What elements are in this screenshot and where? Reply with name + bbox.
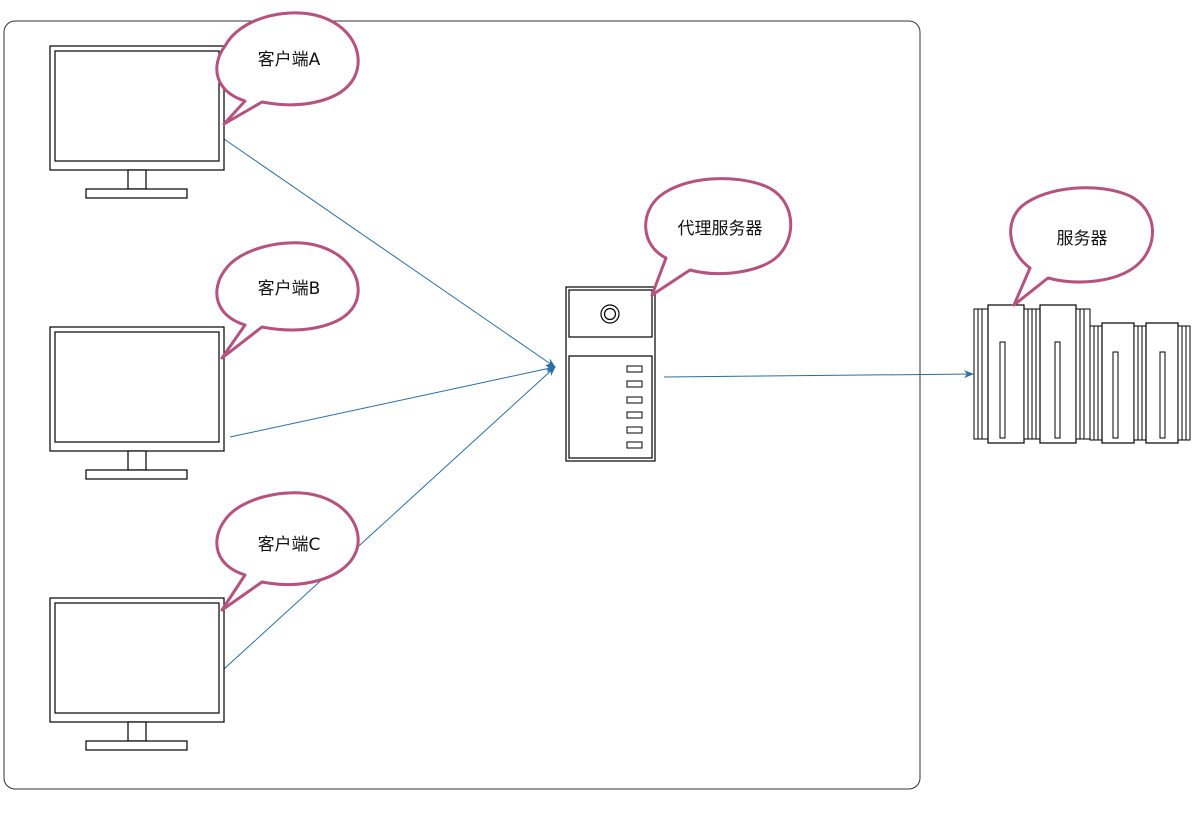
server-rack-icon bbox=[973, 304, 1191, 444]
label-client-c: 客户端C bbox=[258, 535, 321, 555]
client-a-monitor-icon bbox=[49, 45, 225, 199]
arrow-proxy-to-server bbox=[663, 370, 974, 379]
callout-proxy: 代理服务器 bbox=[644, 177, 793, 297]
callout-client-a: 客户端A bbox=[215, 11, 360, 126]
callout-client-b: 客户端B bbox=[215, 241, 360, 360]
label-client-b: 客户端B bbox=[258, 279, 321, 299]
label-proxy: 代理服务器 bbox=[678, 219, 763, 239]
client-b-monitor-icon bbox=[49, 326, 225, 480]
label-client-a: 客户端A bbox=[258, 50, 321, 70]
arrow-client-b-to-proxy bbox=[229, 364, 556, 438]
client-c-monitor-icon bbox=[49, 597, 225, 751]
callout-client-c: 客户端C bbox=[215, 491, 360, 612]
arrow-client-c-to-proxy bbox=[223, 366, 556, 670]
arrow-client-a-to-proxy bbox=[223, 138, 556, 368]
proxy-tower-server-icon bbox=[565, 286, 656, 462]
client-network-frame bbox=[3, 20, 921, 790]
connections bbox=[223, 138, 974, 670]
label-server: 服务器 bbox=[1057, 229, 1108, 249]
callout-server: 服务器 bbox=[1009, 186, 1154, 307]
